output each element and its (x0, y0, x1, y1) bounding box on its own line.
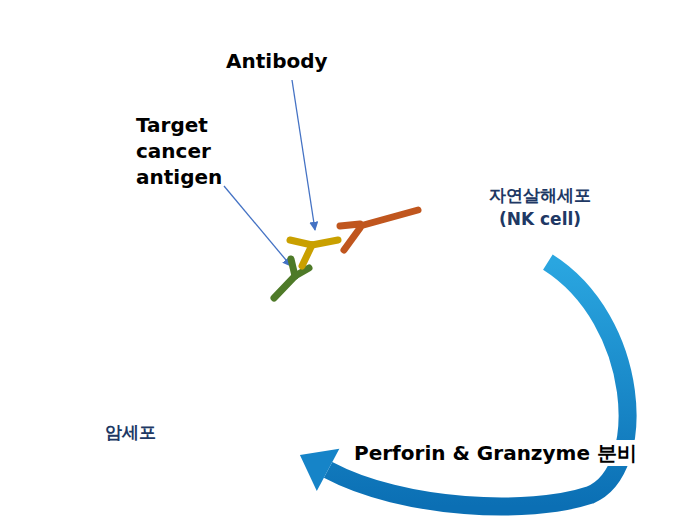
secretion-arrow (300, 262, 628, 506)
cancer-cell: 암세포 (45, 250, 337, 512)
arrow-body (328, 262, 627, 506)
cell-label: 암세포 (85, 420, 175, 444)
cell-outline (335, 35, 627, 333)
arrow-head (300, 449, 339, 491)
callout-label: Target cancer antigen (136, 112, 236, 190)
nk-receptor-symbol (340, 210, 418, 250)
leader-line (292, 80, 315, 230)
nk-cell: 자연살해세포 (NK cell) (335, 35, 627, 333)
callout-label: Antibody (226, 48, 356, 74)
cell-outline (45, 250, 337, 512)
edge-label: Perforin & Granzyme 분비 (352, 440, 639, 466)
antibody-symbol (290, 240, 338, 266)
leader-line (224, 186, 291, 266)
cell-label: 자연살해세포 (NK cell) (480, 183, 600, 231)
